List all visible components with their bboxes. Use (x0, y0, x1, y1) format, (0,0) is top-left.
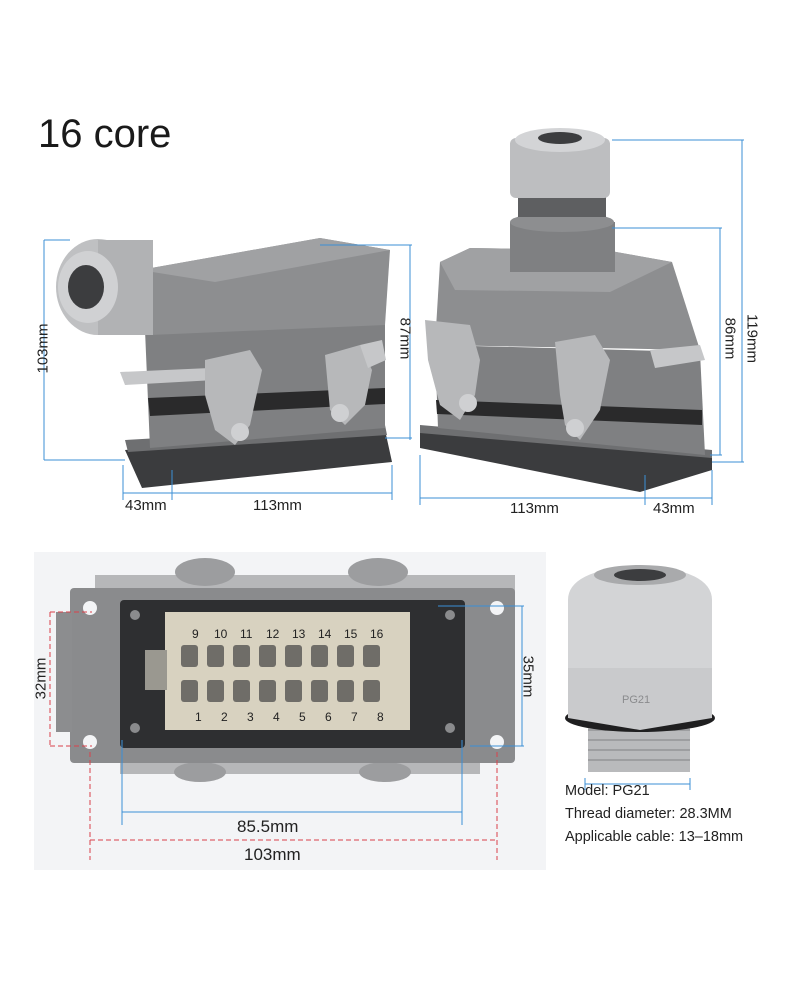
pin-label: 13 (292, 627, 306, 641)
pin-label: 5 (299, 710, 306, 724)
dimension-label-113mm-front: 113mm (510, 500, 559, 517)
spec-thread-diameter: Thread diameter: 28.3MM (565, 806, 732, 822)
pin-label: 15 (344, 627, 358, 641)
pin-label: 1 (195, 710, 202, 724)
pin-label: 7 (351, 710, 358, 724)
dimension-label-87mm: 87mm (396, 317, 414, 360)
pin-label: 2 (221, 710, 228, 724)
pin-label: 9 (192, 627, 199, 641)
pin-label: 4 (273, 710, 280, 724)
dimension-label-103mm-side: 103mm (34, 323, 52, 374)
pin-label: 12 (266, 627, 280, 641)
pin-label: 14 (318, 627, 332, 641)
dimension-label-35mm: 35mm (519, 655, 537, 698)
page-title: 16 core (38, 112, 172, 156)
dimension-label-43mm-front: 43mm (653, 500, 695, 517)
dimension-label-85-5mm: 85.5mm (237, 817, 299, 836)
spec-model: Model: PG21 (565, 783, 650, 799)
pin-label: 3 (247, 710, 254, 724)
dimension-label-32mm: 32mm (32, 657, 50, 700)
gland-marking: PG21 (622, 694, 651, 706)
spec-applicable-cable: Applicable cable: 13–18mm (565, 829, 744, 845)
dimension-label-43mm-side: 43mm (125, 497, 167, 514)
pin-label: 10 (214, 627, 228, 641)
pin-label: 6 (325, 710, 332, 724)
dimension-label-103mm-base: 103mm (244, 845, 301, 864)
pin-label: 11 (240, 627, 253, 641)
dimension-label-119mm: 119mm (743, 314, 761, 363)
pin-label: 16 (370, 627, 384, 641)
dimension-label-86mm: 86mm (721, 317, 739, 360)
dimension-label-113mm-side: 113mm (253, 497, 302, 514)
pin-label: 8 (377, 710, 384, 724)
